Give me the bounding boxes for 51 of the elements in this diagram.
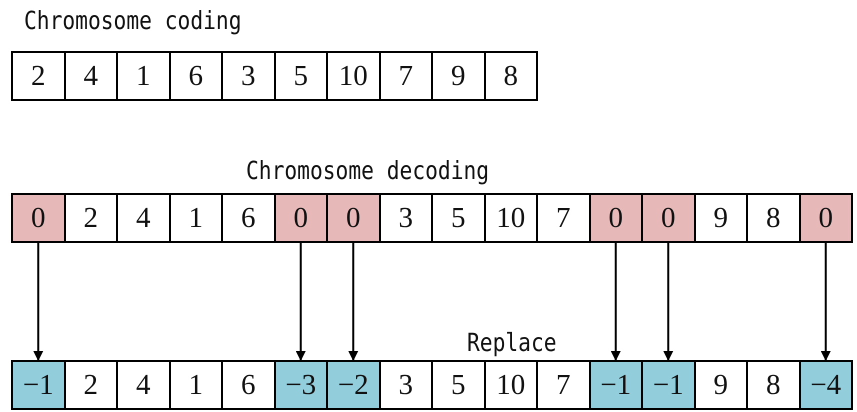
row-heading: Replace [467,328,557,357]
gene-cell: 2 [64,360,118,410]
gene-cell: 6 [221,193,276,243]
gene-cell: −2 [326,360,380,410]
gene-cell: 2 [11,51,66,101]
gene-cell: 1 [168,360,223,410]
gene-cell: 7 [536,193,590,243]
arrow [33,243,44,361]
arrow [663,243,674,361]
gene-cell: 9 [694,193,748,243]
gene-cell: 0 [641,193,696,243]
gene-cell: 1 [168,193,223,243]
gene-cell: 4 [116,193,170,243]
gene-cell: 8 [484,51,538,101]
gene-cell: 0 [798,193,853,243]
gene-cell: 9 [694,360,748,410]
gene-cell: 9 [431,51,486,101]
gene-cell: 0 [588,193,643,243]
gene-cell: 7 [378,51,433,101]
gene-cell: 4 [116,360,170,410]
gene-cell: −1 [588,360,643,410]
gene-cell: 6 [221,360,276,410]
arrow [296,243,306,361]
gene-cell: 0 [11,193,66,243]
arrow [348,243,358,361]
row-heading: Chromosome coding [24,6,242,35]
gene-cell: 1 [116,51,170,101]
gene-cell: 4 [64,51,118,101]
gene-cell: 5 [431,360,486,410]
gene-cell: −1 [11,360,66,410]
gene-cell: 8 [746,360,800,410]
gene-cell: −1 [641,360,696,410]
gene-cell: 3 [378,193,433,243]
gene-cell: 8 [746,193,800,243]
gene-cell: 5 [431,193,486,243]
row-heading: Chromosome decoding [246,156,490,185]
gene-cell: 10 [484,360,538,410]
gene-cell: 2 [64,193,118,243]
gene-cell: 3 [221,51,276,101]
gene-cell: 7 [536,360,590,410]
gene-cell: 5 [274,51,328,101]
gene-cell: 0 [274,193,328,243]
gene-cell: 10 [326,51,380,101]
gene-cell: 6 [168,51,223,101]
gene-cell: 3 [378,360,433,410]
gene-cell: 0 [326,193,380,243]
gene-cell: −3 [274,360,328,410]
arrow [610,243,621,361]
arrow [820,243,831,361]
gene-cell: 10 [484,193,538,243]
gene-cell: −4 [798,360,853,410]
